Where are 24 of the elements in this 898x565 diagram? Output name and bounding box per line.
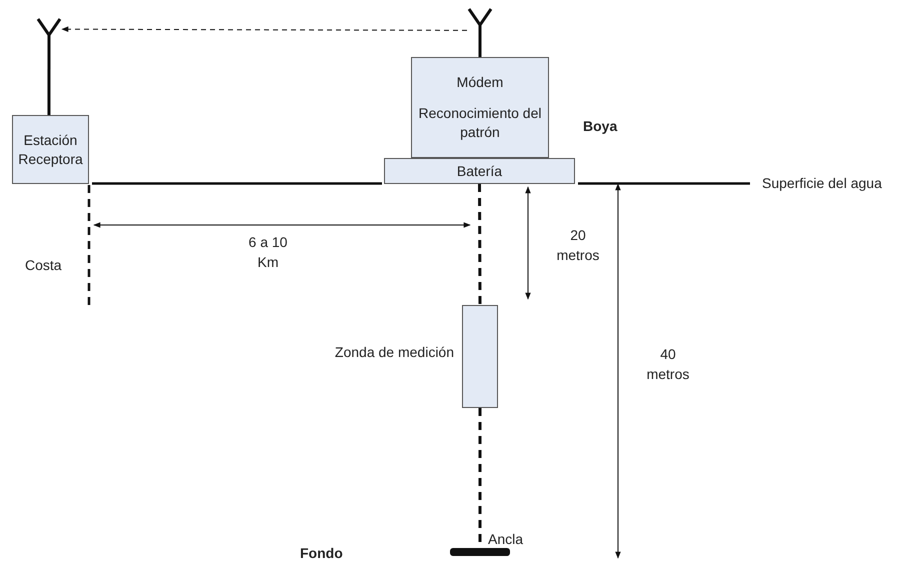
box-text: Reconocimiento del patrón xyxy=(418,104,542,142)
coast-label: Costa xyxy=(25,256,63,275)
component-label: Ancla xyxy=(488,530,524,549)
station-box xyxy=(12,115,89,184)
antenna-icon xyxy=(467,8,493,36)
modem-box xyxy=(411,57,549,158)
float-label: Boya xyxy=(583,117,618,136)
dimension-label: 6 a 10 Km xyxy=(248,233,288,272)
box-title: Módem xyxy=(456,72,504,92)
box-title: Batería xyxy=(456,162,502,180)
dimension-label: 40 metros xyxy=(646,345,690,384)
battery-box xyxy=(384,158,575,184)
radio-link-arrow xyxy=(61,26,468,32)
component-label: Zonda de medición xyxy=(334,343,454,362)
dimension-label: 20 metros xyxy=(556,226,600,265)
seabed-label: Fondo xyxy=(300,544,344,563)
probe-box xyxy=(462,305,498,408)
surface-label: Superficie del agua xyxy=(762,174,883,193)
mooring-cable xyxy=(478,184,482,305)
antenna-mast xyxy=(47,46,50,115)
antenna-mast xyxy=(478,36,482,57)
anchor-bar xyxy=(450,548,510,556)
box-title: Estación Receptora xyxy=(17,130,84,168)
antenna-icon xyxy=(36,18,62,46)
